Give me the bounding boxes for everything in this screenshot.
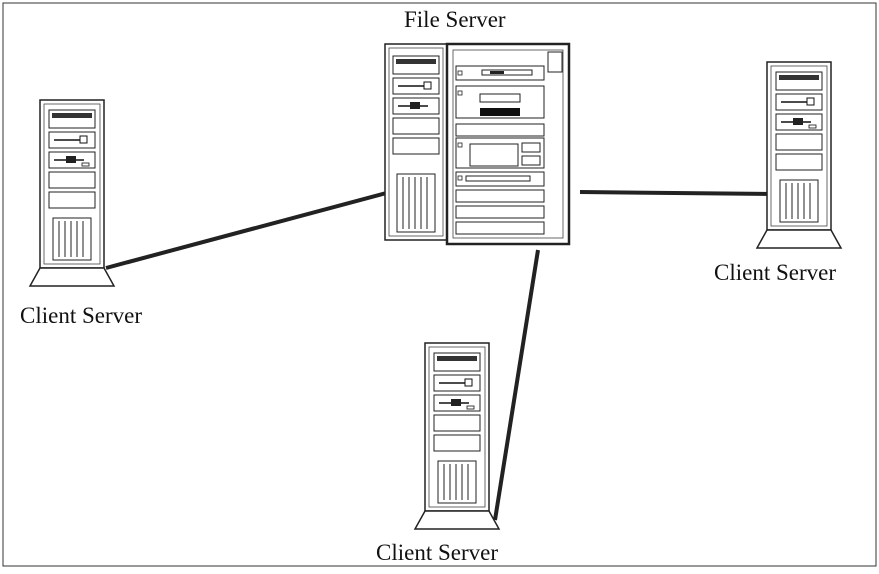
- edge-file-server-to-client-right: [579, 190, 774, 196]
- diagram-frame: [2, 2, 877, 567]
- edge-file-server-to-client-bottom: [493, 249, 540, 521]
- client-server-bottom-label: Client Server: [376, 540, 498, 565]
- file-server-label: File Server: [404, 7, 506, 32]
- client-server-left-icon: [29, 99, 115, 287]
- client-server-right-label: Client Server: [714, 260, 836, 285]
- client-server-bottom-icon: [414, 342, 500, 530]
- file-server-icon: [384, 42, 571, 246]
- client-server-right-icon: [756, 61, 842, 249]
- client-server-left-label: Client Server: [20, 303, 142, 328]
- edge-file-server-to-client-left: [105, 190, 391, 270]
